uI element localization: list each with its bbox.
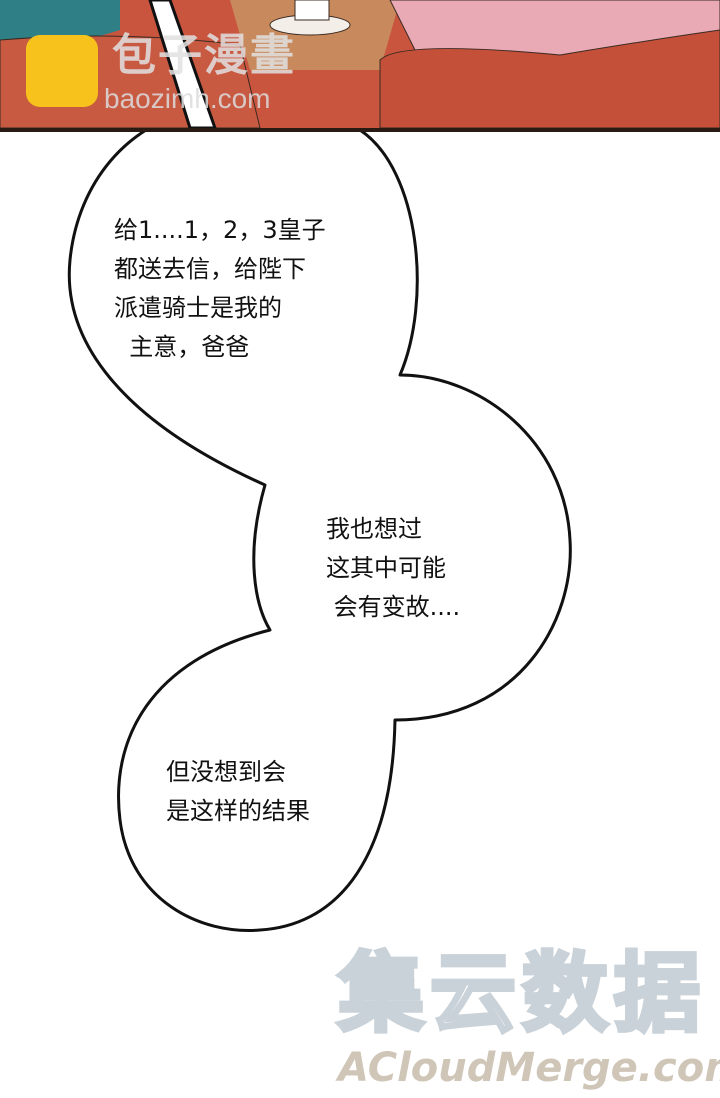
- dialogue-text-1: 给1....1，2，3皇子 都送去信，给陛下 派遣骑士是我的 主意，爸爸: [114, 216, 326, 361]
- panel-artwork: [0, 0, 720, 128]
- watermark-brand: 包子漫畫: [112, 30, 296, 81]
- watermark-url: baozimh.com: [104, 83, 271, 114]
- dialogue-text-2: 我也想过 这其中可能 会有变故....: [326, 515, 461, 621]
- watermark-bottom-url: ACloudMerge.com: [338, 1045, 720, 1091]
- dialogue-text-3: 但没想到会 是这样的结果: [166, 758, 310, 825]
- watermark-bottom-brand: 集云数据: [336, 944, 706, 1044]
- comic-panel-top: 包子漫畫 baozimh.com: [0, 0, 720, 132]
- baozi-logo-icon: [26, 35, 98, 107]
